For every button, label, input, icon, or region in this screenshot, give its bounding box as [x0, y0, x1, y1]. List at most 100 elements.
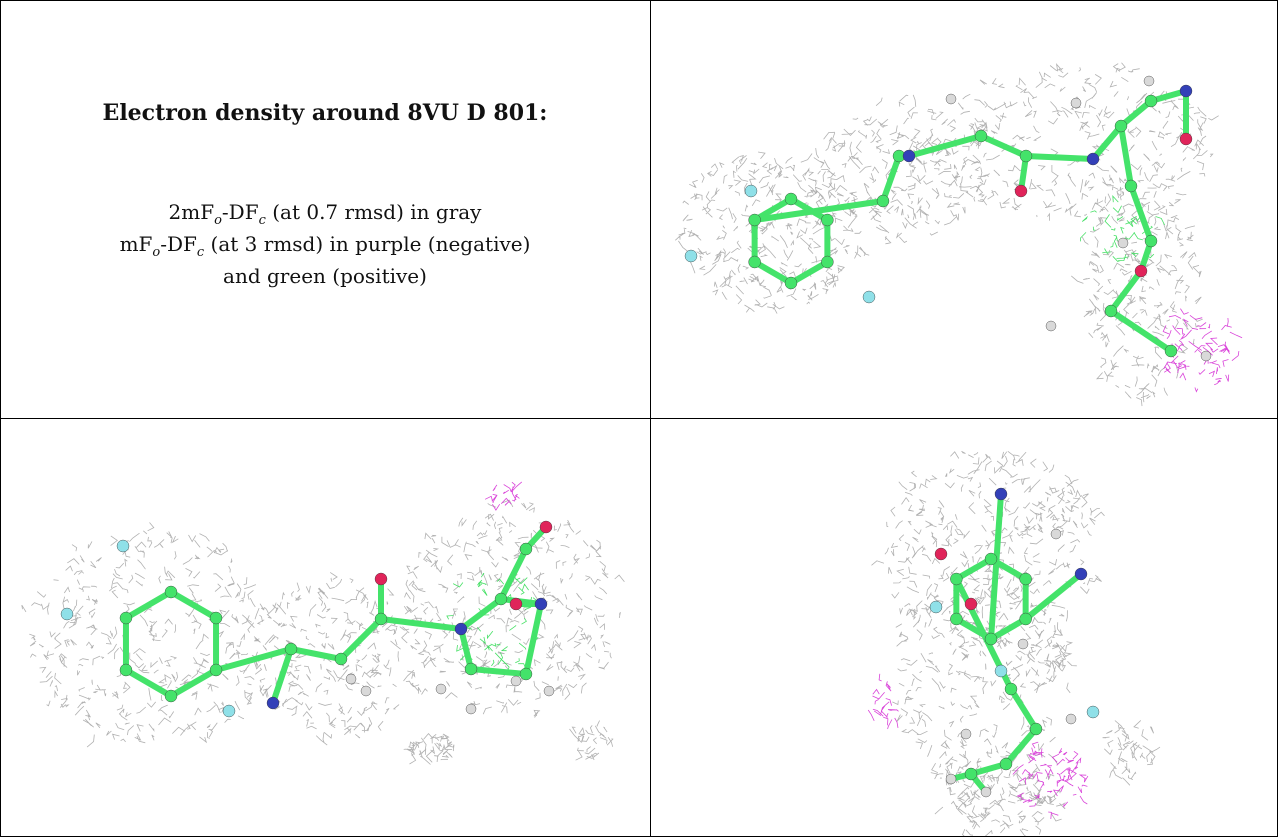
- mesh-strands: [808, 94, 990, 245]
- oxygen-atom: [509, 597, 523, 611]
- hydrogen-atom: [360, 685, 372, 697]
- fluorine-atom: [684, 249, 698, 263]
- hydrogen-atom: [1200, 350, 1212, 362]
- bond: [788, 259, 831, 286]
- carbon-atom: [494, 592, 508, 606]
- caption-text: (at 0.7 rmsd) in gray: [265, 200, 482, 224]
- carbon-atom: [1164, 344, 1178, 358]
- carbon-atom: [974, 129, 988, 143]
- carbon-atom: [1019, 572, 1032, 586]
- mesh-strands: [446, 572, 539, 673]
- carbon-atom: [821, 255, 834, 269]
- bond: [880, 153, 902, 204]
- bond: [122, 589, 174, 621]
- hydrogen-atom: [1065, 713, 1077, 725]
- carbon-atom: [374, 612, 388, 626]
- caption-subscript: o: [152, 245, 161, 260]
- hydrogen-atom: [543, 685, 555, 697]
- bond: [168, 667, 220, 699]
- bond: [288, 646, 344, 662]
- bond: [270, 646, 294, 706]
- oxygen-atom: [964, 597, 978, 611]
- carbon-atom: [984, 632, 998, 646]
- hydrogen-atom: [960, 728, 972, 740]
- mesh-strands: [934, 758, 1066, 836]
- caption-title: Electron density around 8VU D 801:: [102, 100, 548, 126]
- caption-subscript: o: [214, 213, 222, 228]
- carbon-atom: [1124, 179, 1138, 193]
- hydrogen-atom: [945, 773, 957, 785]
- carbon-atom: [1104, 304, 1118, 318]
- bond: [168, 589, 220, 621]
- caption-cell: Electron density around 8VU D 801: 2mFo-…: [0, 0, 650, 418]
- density-mesh: [808, 94, 990, 245]
- hydrogen-atom: [1050, 528, 1062, 540]
- mesh-strands: [253, 572, 436, 746]
- density-view-2: [21, 481, 625, 765]
- bond: [378, 616, 464, 632]
- nitrogen-atom: [1074, 567, 1088, 581]
- bond: [1022, 571, 1084, 622]
- density-mesh: [1012, 741, 1089, 820]
- hydrogen-atom: [435, 683, 447, 695]
- carbon-atom: [999, 757, 1013, 771]
- view-bottom-right: [651, 419, 1277, 836]
- bond: [906, 133, 984, 159]
- mesh-strands: [935, 62, 1219, 226]
- density-mesh: [484, 481, 523, 511]
- caption-subscript: c: [196, 245, 205, 260]
- hydrogen-atom: [465, 703, 477, 715]
- nitrogen-atom: [454, 622, 468, 636]
- caption-text: mF: [119, 232, 153, 256]
- density-mesh: [21, 522, 285, 748]
- carbon-atom: [1144, 94, 1158, 108]
- bond: [122, 667, 174, 699]
- density-mesh: [569, 720, 614, 761]
- carbon-atom: [209, 611, 223, 625]
- bond: [338, 616, 384, 662]
- bond: [1090, 123, 1124, 162]
- bond: [523, 601, 544, 677]
- table-border-top: [0, 0, 1278, 1]
- bond: [498, 546, 529, 602]
- density-mesh: [675, 151, 870, 314]
- bond: [1023, 153, 1096, 162]
- density-mesh: [446, 572, 539, 673]
- carbon-atom: [1144, 234, 1158, 248]
- bond: [988, 616, 1029, 642]
- hydrogen-atom: [1143, 75, 1155, 87]
- mesh-strands: [1071, 180, 1203, 407]
- nitrogen-atom: [1086, 152, 1100, 166]
- mesh-strands: [1012, 741, 1089, 820]
- bond: [1108, 308, 1174, 354]
- mesh-strands: [1102, 720, 1161, 786]
- density-mesh: [935, 62, 1219, 226]
- carbon-atom: [119, 611, 133, 625]
- mesh-strands: [484, 481, 523, 511]
- carbon-atom: [1019, 149, 1033, 163]
- bond: [751, 198, 886, 223]
- caption-text: 2mF: [168, 200, 215, 224]
- oxygen-atom: [374, 572, 388, 586]
- density-mesh: [867, 673, 899, 730]
- bond: [953, 556, 994, 582]
- carbon-atom: [984, 552, 998, 566]
- density-mesh: [871, 450, 1105, 647]
- mesh-strands: [403, 732, 455, 765]
- mesh-strands: [1080, 194, 1165, 262]
- carbon-atom: [164, 585, 178, 599]
- mesh-strands: [21, 522, 285, 748]
- caption-line-2fofc: 2mFo-DFc (at 0.7 rmsd) in gray: [0, 200, 650, 228]
- carbon-atom: [164, 689, 178, 703]
- nitrogen-atom: [902, 149, 916, 163]
- carbon-atom: [876, 194, 890, 208]
- carbon-atom: [1019, 612, 1032, 626]
- carbon-atom: [1004, 682, 1018, 696]
- nitrogen-atom: [1179, 84, 1193, 98]
- mesh-strands: [675, 151, 870, 314]
- carbon-atom: [748, 255, 761, 269]
- table-column-divider: [650, 0, 651, 837]
- carbon-atom: [519, 667, 533, 681]
- carbon-atom: [1114, 119, 1128, 133]
- bond: [458, 626, 474, 672]
